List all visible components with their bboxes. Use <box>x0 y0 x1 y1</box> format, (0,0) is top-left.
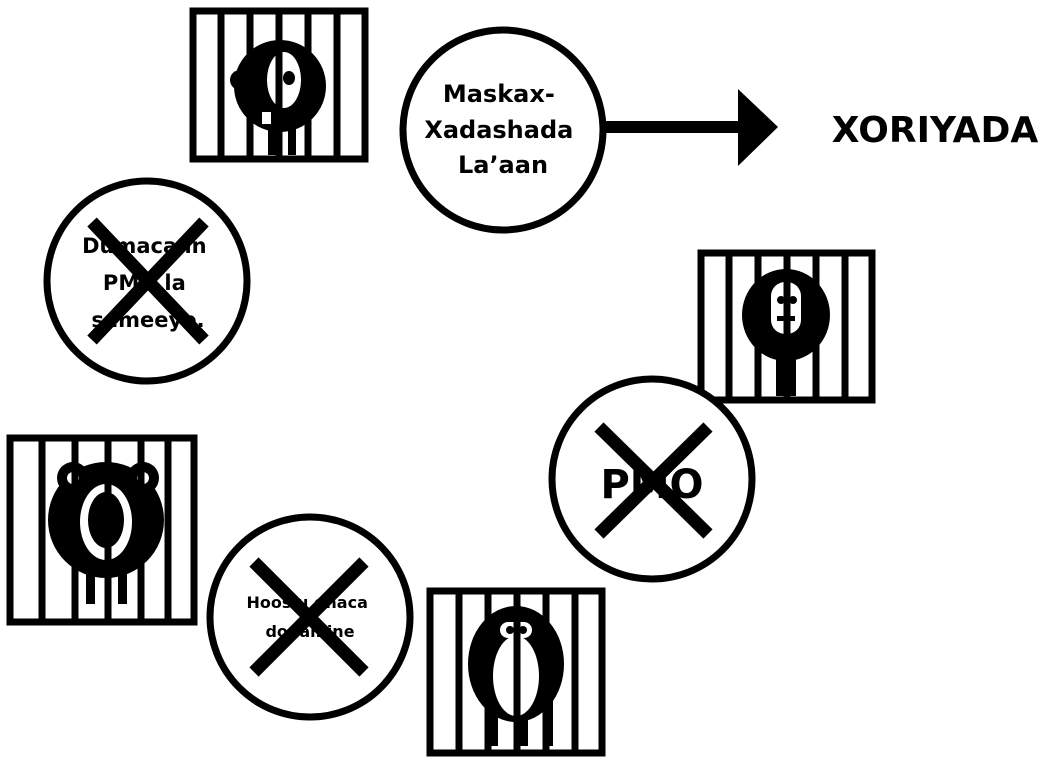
goal-line-3: La’aan <box>458 151 548 179</box>
caged-monster-right-icon <box>697 249 876 404</box>
step-right-node: PMO <box>548 375 756 583</box>
step-bottom-line-1: Hoos u dhaca <box>247 593 368 612</box>
svg-text:Maskax- Xadashada: Maskax- Xadashada La’aan <box>424 80 581 179</box>
goal-node: Maskax- Xadashada La’aan <box>399 26 607 234</box>
cross-icon <box>594 422 713 539</box>
caged-monster-bottom-icon <box>426 587 606 757</box>
arrow-to-result <box>603 89 778 166</box>
step-top-node: Dumaca in PMO la sameeyo. <box>43 177 251 385</box>
caged-monster-top-icon <box>189 7 369 163</box>
step-bottom-node: Hoos u dhaca dopamine <box>206 513 414 721</box>
caged-monster-left-icon <box>6 434 198 626</box>
goal-line-2: Xadashada <box>424 116 573 144</box>
goal-line-1: Maskax- <box>443 80 555 108</box>
cross-icon <box>249 557 369 677</box>
cross-icon <box>87 217 209 345</box>
result-label: XORIYADA <box>832 110 1039 151</box>
